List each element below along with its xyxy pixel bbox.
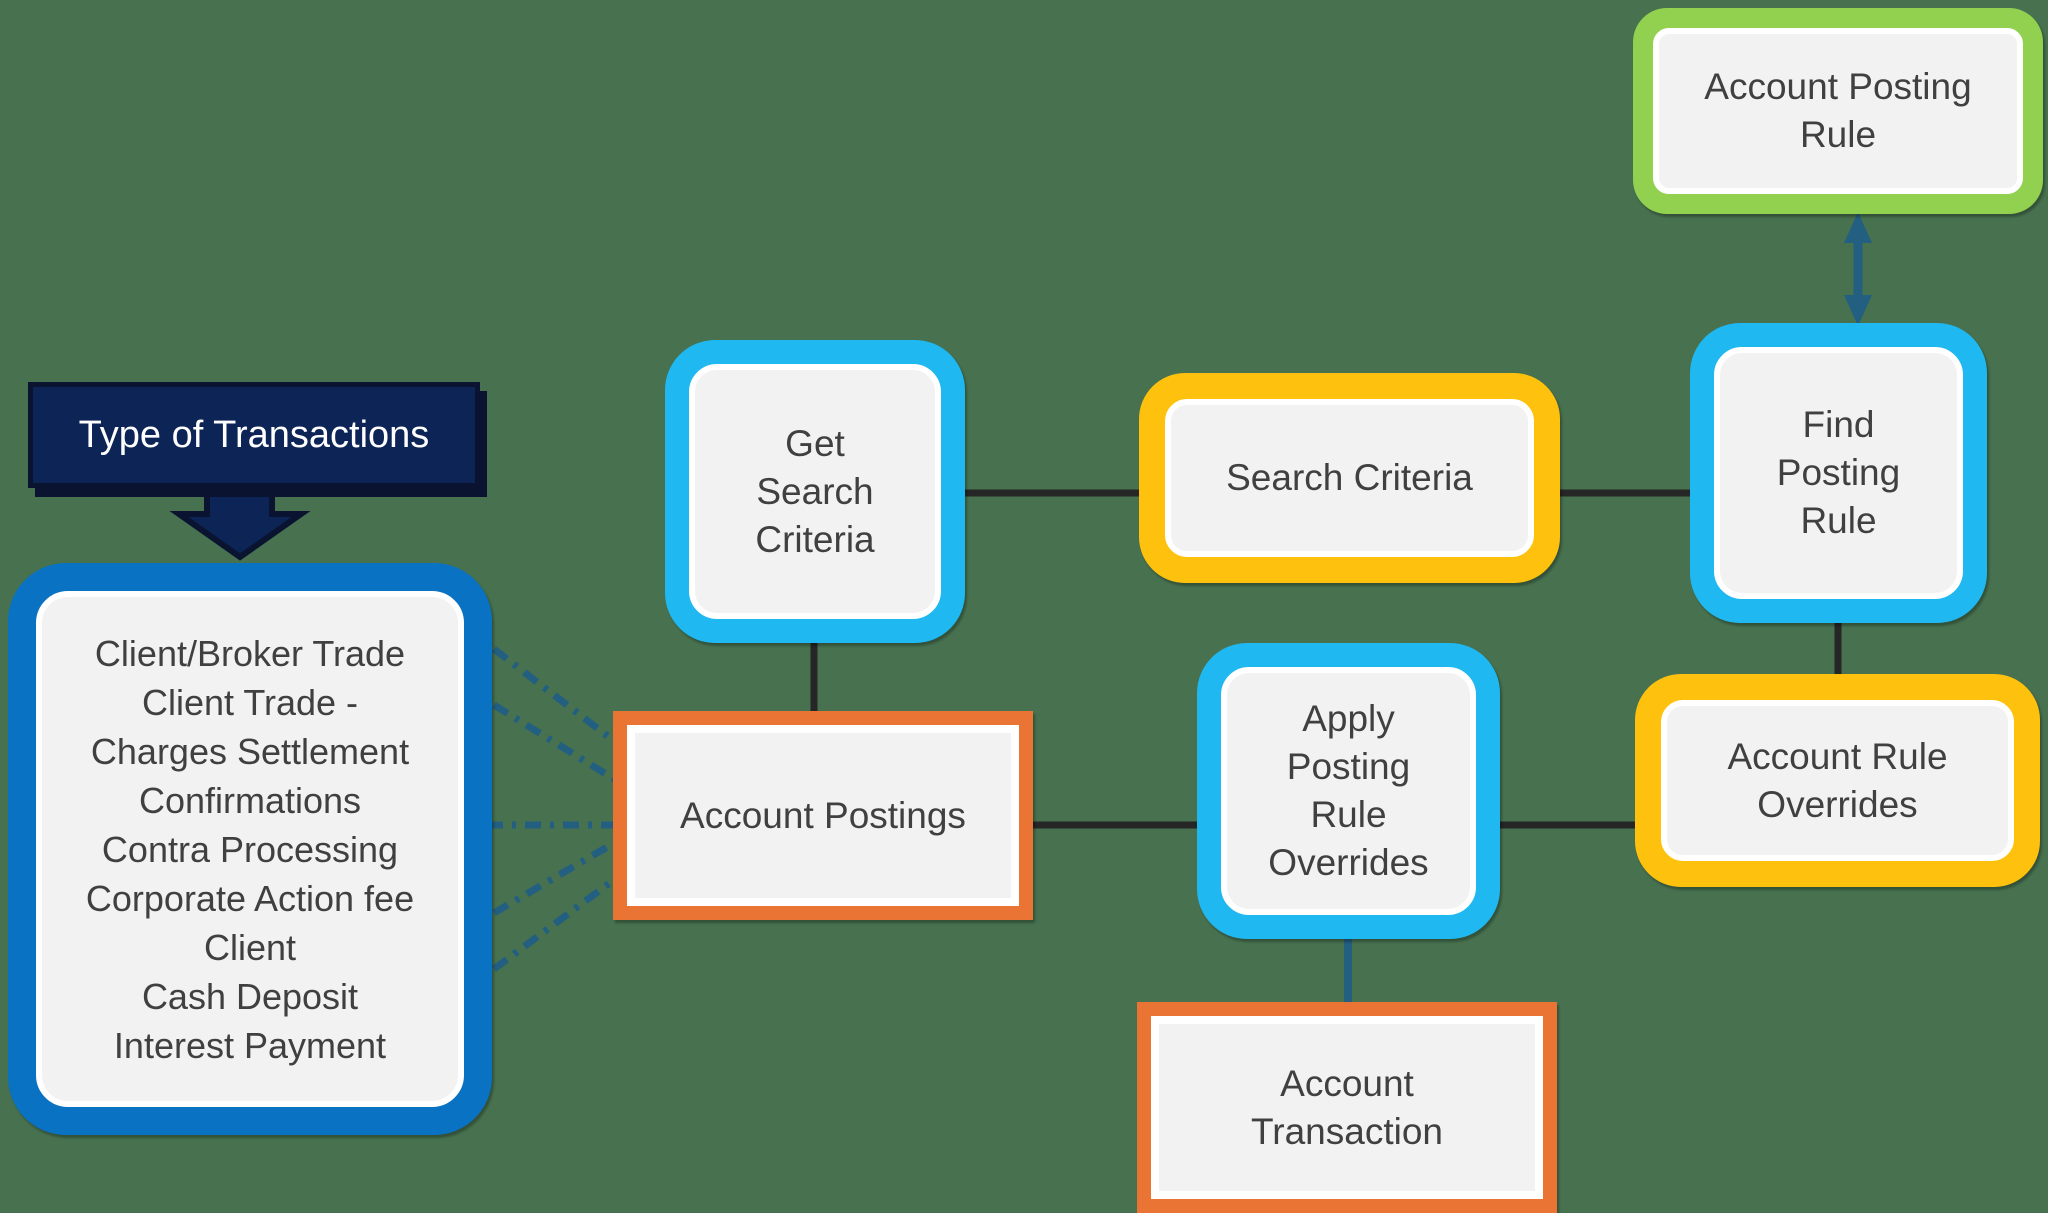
- node-account-postings: Account Postings: [613, 711, 1033, 920]
- node-label-line: Account Postings: [680, 794, 966, 836]
- node-label-line: Search Criteria: [1226, 457, 1473, 498]
- node-label: Account Rule Overrides: [1661, 700, 2014, 861]
- node-find-posting-rule: Find Posting Rule: [1690, 323, 1987, 623]
- node-label-line: Find: [1802, 404, 1875, 445]
- dash-dot-fan-transaction-list-to-account-postings: [487, 646, 617, 972]
- node-label-line: Transaction: [1251, 1110, 1443, 1152]
- transaction-list-item: Client: [203, 926, 297, 968]
- node-apply-posting-rule-overrides: Apply Posting Rule Overrides: [1197, 643, 1500, 939]
- node-label-line: Rule: [1799, 114, 1877, 155]
- transaction-list-item: Cash Deposit: [141, 975, 359, 1017]
- node-account-transaction: Account Transaction: [1137, 1002, 1557, 1213]
- transaction-list-item: Client Trade -: [141, 681, 359, 723]
- block-arrow-down-icon: [169, 479, 311, 561]
- node-label: Account Posting Rule: [1653, 28, 2023, 194]
- node-label-line: Rule: [1310, 794, 1387, 835]
- node-label: Get Search Criteria: [689, 364, 941, 619]
- node-label: Find Posting Rule: [1714, 347, 1963, 599]
- node-label: Account Transaction: [1151, 1016, 1543, 1199]
- double-arrow-account-posting-rule-find-posting-rule: [1844, 212, 1872, 326]
- node-account-rule-overrides: Account Rule Overrides: [1635, 674, 2040, 887]
- transaction-list-item: Confirmations: [138, 779, 362, 821]
- transaction-list-item: Contra Processing: [101, 828, 399, 870]
- node-label: Apply Posting Rule Overrides: [1221, 667, 1476, 915]
- node-label: Search Criteria: [1165, 399, 1534, 557]
- node-label-line: Account: [1280, 1062, 1414, 1104]
- node-label-line: Overrides: [1757, 783, 1918, 825]
- transaction-list-item: Corporate Action fee: [85, 877, 415, 919]
- node-label-line: Overrides: [1268, 842, 1429, 883]
- node-label-line: Rule: [1800, 500, 1877, 541]
- node-transaction-list: Client/Broker Trade Client Trade - Charg…: [8, 563, 492, 1135]
- node-label: Account Postings: [627, 725, 1019, 906]
- node-label-line: Posting: [1776, 452, 1901, 493]
- callout-type-of-transactions: Type of Transactions: [28, 382, 480, 488]
- node-account-posting-rule: Account Posting Rule: [1633, 8, 2043, 214]
- node-label-line: Search: [756, 470, 874, 512]
- transaction-list-item: Interest Payment: [113, 1024, 387, 1066]
- transaction-list-item: Charges Settlement: [90, 730, 410, 772]
- node-label-line: Apply: [1302, 698, 1395, 739]
- transaction-list-body: Client/Broker Trade Client Trade - Charg…: [36, 591, 464, 1107]
- transaction-list-item: Client/Broker Trade: [94, 632, 406, 674]
- node-search-criteria: Search Criteria: [1139, 373, 1560, 583]
- node-label-line: Criteria: [755, 518, 875, 560]
- node-label-line: Account Rule: [1727, 735, 1948, 777]
- node-label-line: Get: [785, 422, 845, 464]
- node-label-line: Posting: [1286, 746, 1411, 787]
- node-label-line: Account Posting: [1704, 66, 1972, 107]
- node-get-search-criteria: Get Search Criteria: [665, 340, 965, 643]
- callout-title: Type of Transactions: [78, 413, 430, 456]
